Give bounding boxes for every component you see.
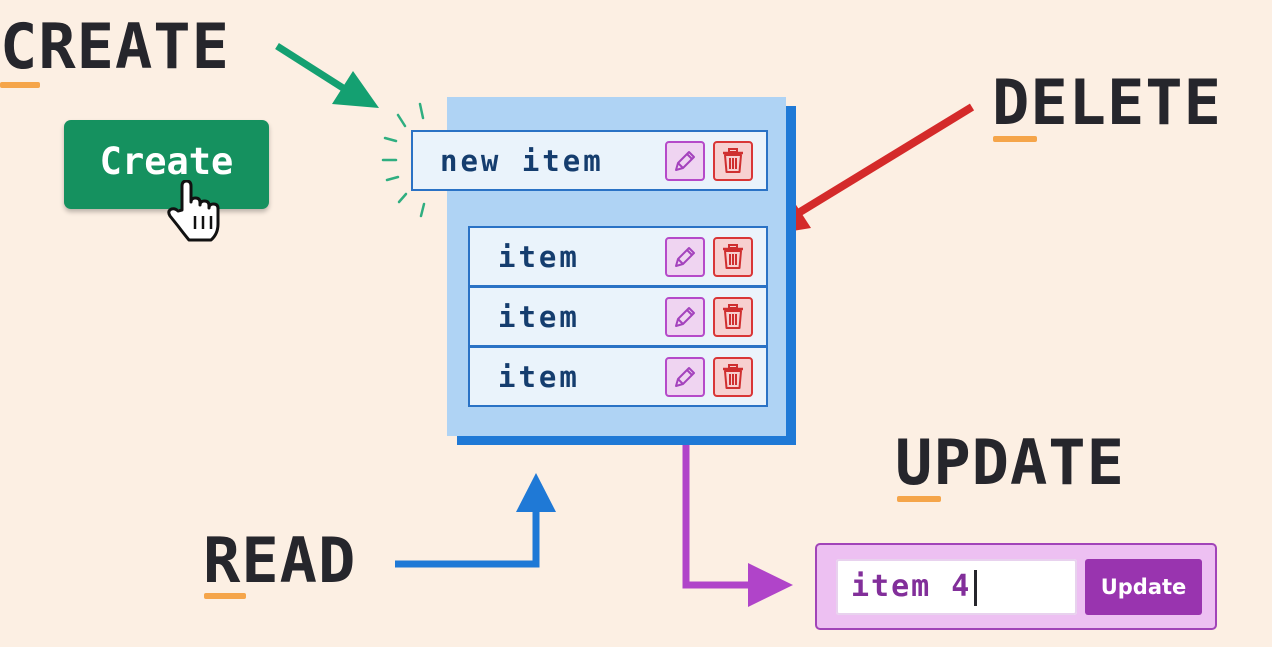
label-create: CREATE xyxy=(0,10,230,83)
trash-icon xyxy=(723,304,743,329)
update-input-value: item 4 xyxy=(851,569,972,604)
update-input[interactable]: item 4 xyxy=(836,559,1077,615)
update-arrow xyxy=(682,407,793,607)
underline-read xyxy=(204,593,246,599)
pencil-icon xyxy=(675,151,695,171)
pencil-icon xyxy=(675,247,695,267)
label-delete: DELETE xyxy=(992,66,1222,139)
text-caret xyxy=(974,569,978,606)
list-item[interactable]: item xyxy=(468,226,768,287)
pencil-icon xyxy=(675,367,695,387)
create-button-label: Create xyxy=(99,140,234,183)
underline-delete xyxy=(993,136,1037,142)
label-update: UPDATE xyxy=(895,426,1125,499)
delete-button[interactable] xyxy=(713,237,753,277)
read-arrow xyxy=(395,473,556,568)
update-button-label: Update xyxy=(1100,575,1187,599)
list-item[interactable]: item xyxy=(468,346,768,407)
create-button[interactable]: Create xyxy=(64,120,269,209)
trash-icon xyxy=(723,364,743,389)
underline-update xyxy=(897,496,941,502)
edit-button[interactable] xyxy=(665,237,705,277)
underline-create xyxy=(0,82,40,88)
delete-button[interactable] xyxy=(713,357,753,397)
label-read: READ xyxy=(203,524,357,597)
pencil-icon xyxy=(675,307,695,327)
list-item-text: item xyxy=(498,240,580,274)
list-item-text: item xyxy=(498,360,580,394)
trash-icon xyxy=(723,244,743,269)
edit-button[interactable] xyxy=(665,141,705,181)
create-arrow xyxy=(275,43,379,108)
hand-pointer-icon xyxy=(167,180,220,242)
delete-button[interactable] xyxy=(713,297,753,337)
update-button[interactable]: Update xyxy=(1085,559,1202,615)
trash-icon xyxy=(723,148,743,173)
update-form: item 4 Update xyxy=(815,543,1217,630)
new-item-text: new item xyxy=(440,144,604,178)
delete-button[interactable] xyxy=(713,141,753,181)
edit-button[interactable] xyxy=(665,357,705,397)
sparkle-lines xyxy=(381,102,426,218)
list-item[interactable]: item xyxy=(468,286,768,347)
list-item-text: item xyxy=(498,300,580,334)
edit-button[interactable] xyxy=(665,297,705,337)
new-item-row[interactable]: new item xyxy=(411,130,768,191)
